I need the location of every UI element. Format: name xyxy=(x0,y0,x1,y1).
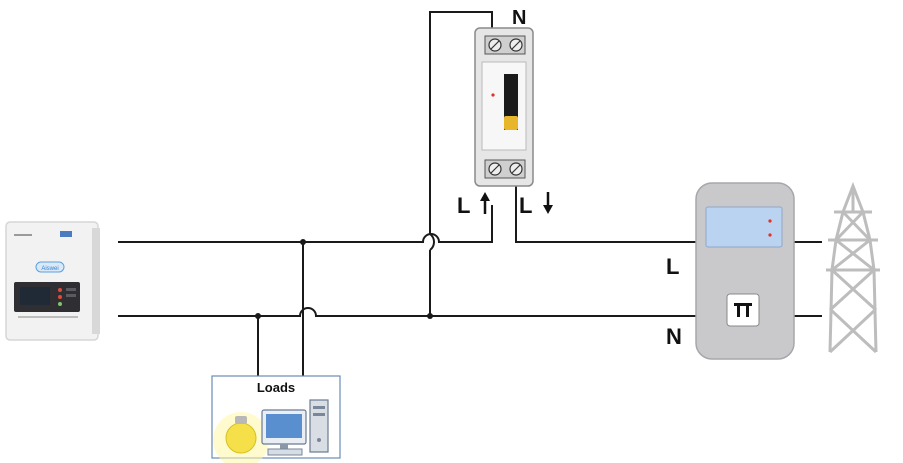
loads-box: Loads xyxy=(211,375,341,463)
energy-meter-icon xyxy=(695,182,795,360)
label-live-in: L xyxy=(457,193,470,218)
label-grid-neutral: N xyxy=(666,324,682,349)
junction-dot xyxy=(255,313,261,319)
wire-crossing-hop xyxy=(429,233,435,251)
power-pylon-icon xyxy=(826,181,880,354)
wires xyxy=(118,11,822,376)
junction-dots xyxy=(255,239,433,319)
arrow-up-icon xyxy=(480,192,490,214)
label-live-out: L xyxy=(519,193,532,218)
solar-inverter-icon: Aiswei xyxy=(5,221,100,341)
desktop-computer-icon xyxy=(261,399,329,456)
loads-title: Loads xyxy=(257,380,295,395)
inverter-brand: Aiswei xyxy=(41,266,58,272)
label-grid-live: L xyxy=(666,254,679,279)
junction-dot xyxy=(427,313,433,319)
light-bulb-icon xyxy=(213,412,269,463)
circuit-breaker-icon xyxy=(474,27,534,187)
arrow-down-icon xyxy=(543,192,553,214)
label-neutral-top: N xyxy=(512,7,526,29)
junction-dot xyxy=(300,239,306,245)
